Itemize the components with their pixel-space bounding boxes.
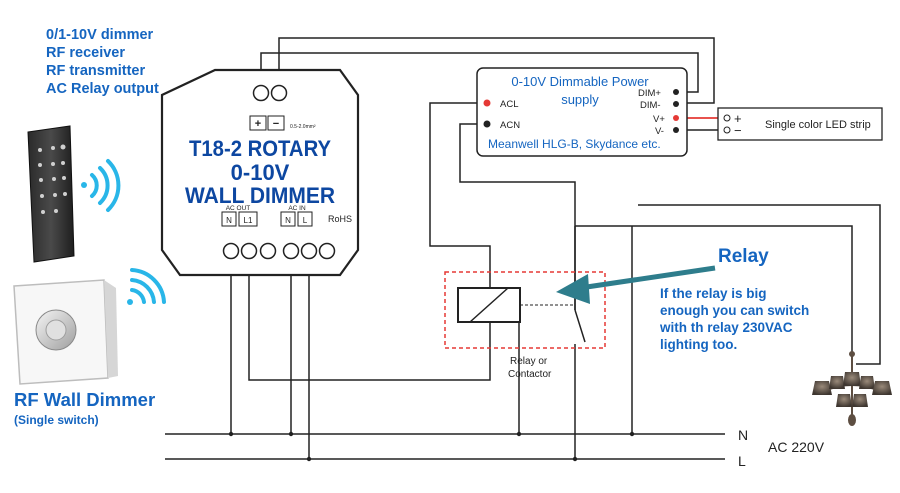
power-supply bbox=[476, 67, 688, 157]
relay-coil-diagonal bbox=[469, 287, 509, 323]
wire-dim-minus bbox=[278, 37, 715, 104]
wire-acl bbox=[429, 102, 491, 288]
relay-caption-1: Relay or bbox=[510, 356, 548, 367]
bottom-terminals bbox=[222, 242, 336, 260]
wall-dimmer-title: RF Wall Dimmer bbox=[14, 389, 155, 410]
ac-out-label: AC OUT bbox=[226, 205, 251, 212]
acn-dot bbox=[483, 120, 491, 128]
wire-relay-top bbox=[575, 225, 853, 355]
relay-arrow bbox=[556, 265, 716, 304]
led-minus-label: − bbox=[734, 123, 742, 138]
ac-in-l-label: L bbox=[303, 216, 308, 225]
psu-title-line1: 0-10V Dimmable Power bbox=[511, 74, 649, 89]
wire-size-label: 0.5-2.0mm² bbox=[290, 124, 316, 130]
wireless-icon-remote bbox=[81, 159, 121, 212]
v-plus-label: V+ bbox=[653, 114, 665, 125]
wire-chandelier-l bbox=[638, 204, 881, 365]
v-minus-label: V- bbox=[655, 126, 664, 137]
mains-l-label: L bbox=[738, 453, 746, 469]
psu-body bbox=[476, 67, 688, 157]
dimmer-title-line3: WALL DIMMER bbox=[185, 183, 335, 208]
terminal-dim-minus bbox=[270, 84, 288, 102]
mains-voltage: AC 220V bbox=[768, 439, 825, 455]
feature-item: AC Relay output bbox=[46, 81, 159, 97]
feature-item: RF receiver bbox=[46, 45, 125, 61]
acl-dot bbox=[483, 99, 491, 107]
wire-ac-out-l1 bbox=[248, 251, 491, 381]
acl-label: ACL bbox=[500, 99, 518, 110]
led-strip-label: Single color LED strip bbox=[765, 119, 871, 131]
ac-out-n-box bbox=[221, 211, 237, 227]
minus-box bbox=[267, 115, 285, 131]
plus-label: + bbox=[255, 118, 261, 130]
led-strip-body bbox=[717, 107, 883, 141]
relay-caption-2: Contactor bbox=[508, 369, 552, 380]
led-strip bbox=[717, 107, 883, 141]
plus-box bbox=[249, 115, 267, 131]
ac-out-l1-label: L1 bbox=[244, 216, 253, 225]
ac-in-label: AC IN bbox=[288, 205, 306, 212]
relay-title: Relay bbox=[718, 246, 769, 267]
psu-title-line2: supply bbox=[561, 92, 599, 107]
relay-switch bbox=[574, 309, 586, 343]
dim-minus-label: DIM- bbox=[640, 100, 661, 111]
relay-note-4: lighting too. bbox=[660, 337, 737, 352]
acn-label: ACN bbox=[500, 120, 520, 131]
dimmer-module bbox=[160, 68, 360, 277]
wireless-icon-wall-dimmer bbox=[127, 268, 166, 305]
dim-plus-label: DIM+ bbox=[638, 88, 661, 99]
feature-item: 0/1-10V dimmer bbox=[46, 27, 154, 43]
ac-out-n-label: N bbox=[226, 216, 232, 225]
led-plus-label: + bbox=[734, 111, 742, 126]
relay-note-3: with th relay 230VAC bbox=[659, 320, 793, 335]
minus-label: − bbox=[273, 118, 279, 130]
ac-in-l-box bbox=[297, 211, 313, 227]
feature-list: 0/1-10V dimmer RF receiver RF transmitte… bbox=[46, 26, 159, 98]
relay-block bbox=[444, 271, 606, 349]
feature-item: RF transmitter bbox=[46, 63, 146, 79]
relay-dashed-box bbox=[444, 271, 606, 349]
relay-coil bbox=[457, 287, 521, 323]
wall-dimmer-subtitle: (Single switch) bbox=[14, 413, 99, 427]
terminal-dim-plus bbox=[252, 84, 270, 102]
ac-in-n-label: N bbox=[285, 216, 291, 225]
relay-note-1: If the relay is big bbox=[660, 286, 767, 301]
remote-control bbox=[27, 125, 75, 263]
wire-dim-plus bbox=[260, 52, 699, 93]
ac-out-l1-box bbox=[238, 211, 258, 227]
chandelier-image bbox=[812, 351, 892, 426]
relay-note-2: enough you can switch bbox=[660, 303, 809, 318]
junction-dots bbox=[228, 431, 635, 462]
dimmer-title-line2: 0-10V bbox=[231, 160, 290, 185]
dimmer-title-line1: T18-2 ROTARY bbox=[189, 136, 331, 161]
wire-acn bbox=[459, 123, 576, 310]
psu-brands: Meanwell HLG-B, Skydance etc. bbox=[488, 137, 661, 151]
ac-in-n-box bbox=[280, 211, 296, 227]
mains-n-label: N bbox=[738, 427, 748, 443]
wall-dimmer-image bbox=[13, 279, 118, 385]
rohs-label: RoHS bbox=[328, 214, 352, 224]
